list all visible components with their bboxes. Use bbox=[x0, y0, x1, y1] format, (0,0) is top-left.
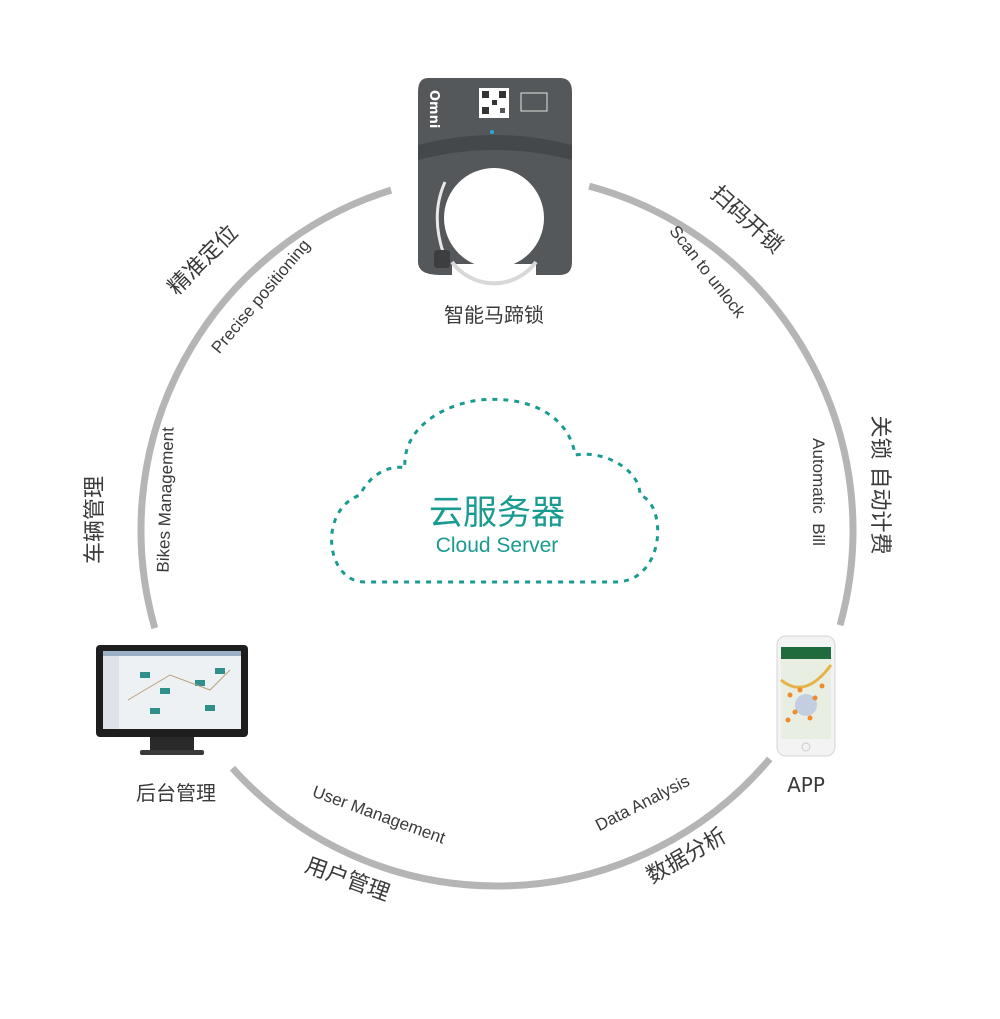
ring-arcs bbox=[137, 182, 857, 890]
app-phone-image bbox=[776, 635, 836, 757]
ring-arc-backend-to-lock bbox=[137, 186, 393, 630]
lock-label: 智能马蹄锁 bbox=[444, 303, 544, 327]
backend-monitor-image bbox=[96, 645, 248, 755]
edge-bikes-en: Bikes Management bbox=[153, 426, 177, 572]
edge-data-en: Data Analysis bbox=[592, 771, 692, 835]
backend-label: 后台管理 bbox=[136, 781, 216, 805]
edge-scan-en: Scan to unlock bbox=[666, 222, 750, 322]
edge-bill-cn: 关锁 自动计费 bbox=[867, 416, 892, 555]
cloud-title-en: Cloud Server bbox=[436, 534, 559, 557]
cloud-title-cn: 云服务器 bbox=[429, 493, 565, 533]
app-label: APP bbox=[787, 773, 825, 797]
cloud-outline bbox=[330, 397, 660, 584]
edge-user-en: User Management bbox=[310, 782, 448, 848]
ring-arc-lock-to-app bbox=[588, 182, 857, 627]
lock-brand-logo: Omni bbox=[426, 90, 441, 128]
smart-lock-image: Omni bbox=[418, 78, 572, 286]
edge-bikes-cn: 车辆管理 bbox=[83, 476, 108, 564]
ring-arc-app-to-backend bbox=[229, 756, 773, 890]
edge-bill-en: Automatic Bill bbox=[809, 438, 828, 546]
edge-user-cn: 用户管理 bbox=[302, 853, 393, 907]
